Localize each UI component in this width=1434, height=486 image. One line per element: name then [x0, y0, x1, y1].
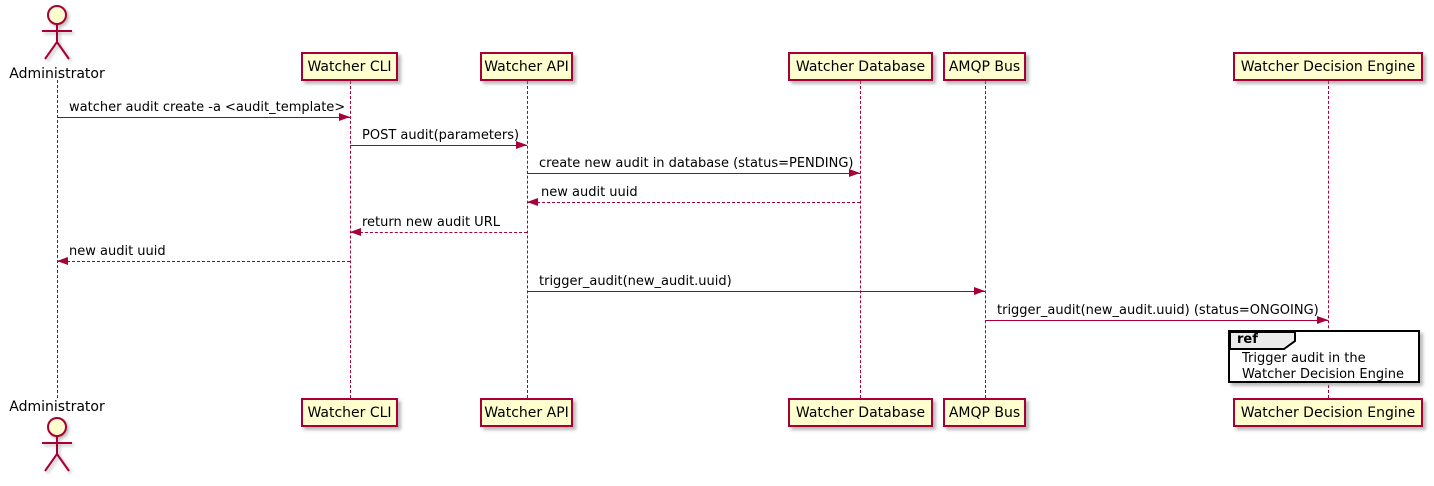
- lifeline-watcher-api: [527, 81, 528, 398]
- message-label: new audit uuid: [541, 185, 638, 200]
- message-line: [350, 232, 527, 233]
- message-line: [57, 117, 350, 118]
- lifeline-administrator: [57, 80, 58, 398]
- message-line: [985, 320, 1328, 321]
- message-line: [527, 291, 985, 292]
- message-label: POST audit(parameters): [362, 128, 520, 143]
- arrowhead-icon: [527, 198, 538, 206]
- message-line: [527, 202, 860, 203]
- ref-fragment: ref Trigger audit in the Watcher Decisio…: [1228, 330, 1420, 383]
- participant-watcher-decision-engine-top: Watcher Decision Engine: [1233, 52, 1423, 81]
- ref-header-shape: [1229, 331, 1296, 350]
- arrowhead-icon: [1317, 316, 1328, 324]
- message-label: new audit uuid: [69, 244, 166, 259]
- arrowhead-icon: [57, 257, 68, 265]
- ref-text-line: Watcher Decision Engine: [1242, 367, 1404, 382]
- ref-body: Trigger audit in the Watcher Decision En…: [1242, 351, 1418, 383]
- message-label: trigger_audit(new_audit.uuid) (status=ON…: [997, 303, 1319, 318]
- arrowhead-icon: [849, 169, 860, 177]
- message-line: [350, 145, 527, 146]
- participant-watcher-database-bottom: Watcher Database: [788, 398, 933, 427]
- arrowhead-icon: [339, 113, 350, 121]
- participant-amqp-bus-top: AMQP Bus: [943, 52, 1026, 81]
- ref-text-line: Trigger audit in the: [1242, 351, 1366, 366]
- actor-administrator-bottom: Administrator: [0, 399, 117, 478]
- message-label: return new audit URL: [362, 215, 500, 230]
- message-label: watcher audit create -a <audit_template>: [69, 100, 346, 115]
- participant-watcher-api-bottom: Watcher API: [480, 398, 573, 427]
- participant-watcher-decision-engine-bottom: Watcher Decision Engine: [1233, 398, 1423, 427]
- arrowhead-icon: [350, 228, 361, 236]
- participant-watcher-database-top: Watcher Database: [788, 52, 933, 81]
- arrowhead-icon: [516, 141, 527, 149]
- message-line: [57, 261, 350, 262]
- message-label: trigger_audit(new_audit.uuid): [539, 274, 732, 289]
- actor-administrator-top: Administrator: [0, 4, 117, 83]
- message-line: [527, 173, 860, 174]
- lifeline-watcher-cli: [350, 81, 351, 398]
- lifeline-watcher-database: [860, 81, 861, 398]
- actor-label: Administrator: [9, 66, 105, 82]
- actor-icon: [37, 416, 77, 478]
- actor-label: Administrator: [9, 399, 105, 415]
- message-label: create new audit in database (status=PEN…: [539, 156, 854, 171]
- lifeline-watcher-decision-engine: [1328, 81, 1329, 398]
- ref-keyword: ref: [1237, 332, 1258, 347]
- participant-watcher-cli-bottom: Watcher CLI: [301, 398, 398, 427]
- participant-watcher-cli-top: Watcher CLI: [301, 52, 398, 81]
- participant-amqp-bus-bottom: AMQP Bus: [943, 398, 1026, 427]
- arrowhead-icon: [974, 287, 985, 295]
- participant-watcher-api-top: Watcher API: [480, 52, 573, 81]
- lifeline-amqp-bus: [985, 81, 986, 398]
- actor-icon: [37, 4, 77, 66]
- ref-header: ref: [1229, 331, 1299, 350]
